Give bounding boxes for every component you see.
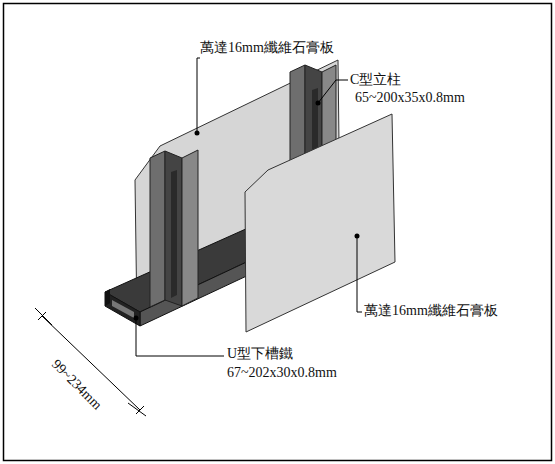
- stud-dimension: 65~200x35x0.8mm: [355, 90, 465, 106]
- frame: [4, 4, 552, 461]
- track-label: U型下槽鐵: [227, 346, 293, 362]
- width-dimension: 99~234mm: [47, 355, 107, 415]
- stud-label: C型立柱: [350, 72, 401, 88]
- c-stud-left: [150, 150, 198, 307]
- track-dimension: 67~202x30x0.8mm: [227, 365, 337, 381]
- leader-dots: [134, 101, 360, 321]
- leader-lines: [35, 58, 362, 416]
- gypsum-board-front: [245, 114, 395, 332]
- board-label: 萬達16mm纖維石膏板: [364, 303, 498, 319]
- board-label: 萬達16mm纖維石膏板: [200, 40, 334, 56]
